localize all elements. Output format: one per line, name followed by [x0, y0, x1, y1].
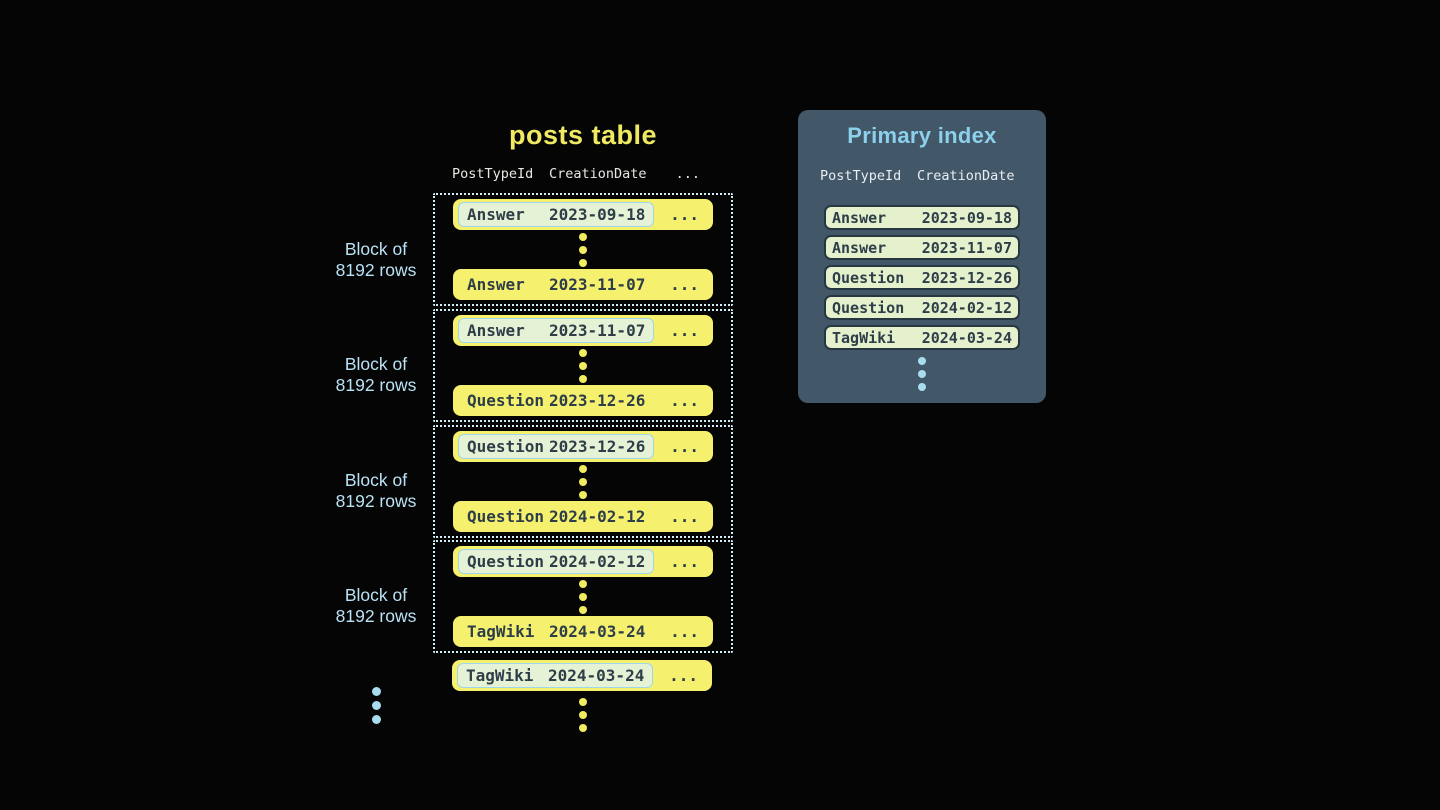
- block-size-label-2: Block of 8192 rows: [311, 354, 441, 396]
- cell-creation-date: 2024-02-12: [549, 507, 646, 526]
- row-ellipsis: ...: [669, 666, 698, 685]
- column-header-posttypeid: PostTypeId: [820, 168, 902, 184]
- table-block-3: Question 2023-12-26 ... Question 2024-02…: [433, 425, 733, 538]
- column-header-posttypeid: PostTypeId: [452, 166, 534, 182]
- index-key-highlight-pill: Answer 2023-09-18: [458, 202, 655, 227]
- block-size-label-1: Block of 8192 rows: [311, 239, 441, 281]
- block-label-line1: Block of: [344, 354, 408, 374]
- primary-index-column-headers: PostTypeId CreationDate: [820, 168, 1024, 184]
- cell-creation-date: 2023-12-26: [549, 391, 646, 410]
- table-row-last: Question 2023-12-26 ...: [453, 385, 713, 416]
- cell-post-type: TagWiki: [466, 666, 534, 685]
- cell-post-type: TagWiki: [832, 328, 896, 347]
- cell-post-type: Answer: [832, 238, 887, 257]
- block-label-line2: 8192 rows: [335, 491, 417, 511]
- index-row: Question 2024-02-12: [824, 295, 1020, 320]
- table-continues-dots: [433, 696, 733, 734]
- cell-creation-date: 2023-11-07: [921, 238, 1012, 257]
- cell-creation-date: 2023-09-18: [921, 208, 1012, 227]
- table-row-first: Question 2024-02-12 ...: [453, 546, 713, 577]
- cell-post-type: Answer: [467, 205, 525, 224]
- cell-post-type: Question: [467, 391, 545, 410]
- index-row: Question 2023-12-26: [824, 265, 1020, 290]
- table-row-last: Question 2024-02-12 ...: [453, 501, 713, 532]
- row-ellipsis: ...: [670, 507, 699, 526]
- table-row-first: Question 2023-12-26 ...: [453, 431, 713, 462]
- column-header-creationdate: CreationDate: [917, 168, 1015, 184]
- cell-creation-date: 2023-12-26: [921, 268, 1012, 287]
- cell-creation-date: 2024-02-12: [921, 298, 1012, 317]
- cell-post-type: Question: [467, 437, 545, 456]
- table-row-next-block-first: TagWiki 2024-03-24 ...: [452, 660, 712, 691]
- row-ellipsis: ...: [670, 391, 699, 410]
- index-key-highlight-pill: Question 2024-02-12: [458, 549, 655, 574]
- cell-post-type: Question: [832, 298, 905, 317]
- vertical-dots-yellow: [579, 232, 587, 267]
- vertical-dots-yellow: [579, 464, 587, 499]
- row-ellipsis: ...: [670, 437, 699, 456]
- index-row: TagWiki 2024-03-24: [824, 325, 1020, 350]
- cell-creation-date: 2024-02-12: [549, 552, 646, 571]
- index-key-highlight-pill: Answer 2023-11-07: [458, 318, 655, 343]
- column-header-creationdate: CreationDate: [549, 166, 647, 182]
- index-key-highlight-pill: Question 2023-12-26: [458, 434, 655, 459]
- cell-post-type: Answer: [467, 275, 525, 294]
- block-size-label-3: Block of 8192 rows: [311, 470, 441, 512]
- cell-post-type: TagWiki: [467, 622, 535, 641]
- posts-table-column-headers: PostTypeId CreationDate ...: [452, 166, 712, 182]
- cell-post-type: Answer: [467, 321, 525, 340]
- table-block-1: Answer 2023-09-18 ... Answer 2023-11-07 …: [433, 193, 733, 306]
- vertical-dots-yellow: [579, 579, 587, 614]
- block-size-label-4: Block of 8192 rows: [311, 585, 441, 627]
- row-ellipsis: ...: [670, 275, 699, 294]
- index-row: Answer 2023-09-18: [824, 205, 1020, 230]
- block-label-line2: 8192 rows: [335, 260, 417, 280]
- cell-post-type: Question: [467, 552, 545, 571]
- vertical-dots-yellow: [579, 348, 587, 383]
- cell-creation-date: 2023-11-07: [549, 275, 646, 294]
- column-header-ellipsis: ...: [675, 166, 700, 182]
- block-label-line2: 8192 rows: [335, 606, 417, 626]
- table-block-2: Answer 2023-11-07 ... Question 2023-12-2…: [433, 309, 733, 422]
- cell-creation-date: 2023-09-18: [549, 205, 646, 224]
- cell-creation-date: 2024-03-24: [548, 666, 645, 685]
- cell-post-type: Question: [832, 268, 905, 287]
- block-label-line1: Block of: [344, 239, 408, 259]
- index-continues-dots: [798, 355, 1046, 393]
- index-key-highlight-pill: TagWiki 2024-03-24: [457, 663, 654, 688]
- cell-creation-date: 2024-03-24: [921, 328, 1012, 347]
- row-ellipsis: ...: [670, 205, 699, 224]
- block-label-line2: 8192 rows: [335, 375, 417, 395]
- block-label-line1: Block of: [344, 585, 408, 605]
- primary-index-panel: Primary index PostTypeId CreationDate An…: [798, 110, 1046, 403]
- table-row-last: Answer 2023-11-07 ...: [453, 269, 713, 300]
- cell-creation-date: 2023-11-07: [549, 321, 646, 340]
- vertical-dots-yellow: [579, 698, 587, 732]
- vertical-dots-blue: [371, 687, 381, 724]
- primary-index-rows: Answer 2023-09-18 Answer 2023-11-07 Ques…: [824, 205, 1020, 355]
- cell-post-type: Answer: [832, 208, 887, 227]
- row-ellipsis: ...: [670, 622, 699, 641]
- row-ellipsis: ...: [670, 321, 699, 340]
- posts-table-title: posts table: [508, 120, 658, 150]
- primary-index-title: Primary index: [847, 123, 997, 148]
- table-row-first: Answer 2023-11-07 ...: [453, 315, 713, 346]
- cell-creation-date: 2024-03-24: [549, 622, 646, 641]
- cell-post-type: Question: [467, 507, 545, 526]
- more-blocks-dots: [316, 685, 436, 726]
- row-ellipsis: ...: [670, 552, 699, 571]
- table-row-first: Answer 2023-09-18 ...: [453, 199, 713, 230]
- table-row-last: TagWiki 2024-03-24 ...: [453, 616, 713, 647]
- table-block-4: Question 2024-02-12 ... TagWiki 2024-03-…: [433, 540, 733, 653]
- block-label-line1: Block of: [344, 470, 408, 490]
- vertical-dots-blue: [918, 357, 926, 391]
- index-row: Answer 2023-11-07: [824, 235, 1020, 260]
- cell-creation-date: 2023-12-26: [549, 437, 646, 456]
